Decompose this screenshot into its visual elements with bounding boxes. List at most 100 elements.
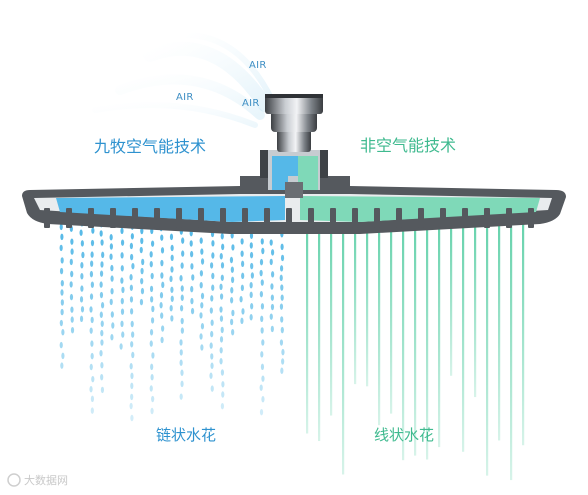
water-stream [438, 224, 441, 448]
water-drop [70, 270, 74, 278]
water-drop [90, 340, 94, 347]
water-drop [261, 339, 265, 346]
water-drop [280, 367, 284, 374]
water-stream [402, 224, 405, 461]
water-drop [249, 291, 253, 299]
water-drop [91, 227, 95, 234]
water-drop [249, 232, 254, 239]
water-drop [111, 322, 115, 329]
water-drop [90, 251, 94, 258]
water-drop [89, 363, 93, 371]
water-stream [414, 224, 417, 456]
nozzle-tooth [220, 208, 226, 228]
water-drop [211, 240, 215, 247]
water-drop [269, 258, 273, 266]
water-drop [270, 249, 275, 256]
chain-flow-label: 链状水花 [156, 426, 216, 444]
water-drop [259, 384, 263, 391]
water-drop [270, 325, 274, 333]
left-tech-label: 九牧空气能技术 [94, 137, 206, 156]
water-drop [160, 234, 164, 241]
water-drop [120, 277, 124, 284]
water-drop [210, 295, 214, 302]
water-drop [190, 250, 194, 258]
water-drop [160, 247, 165, 254]
water-drop [281, 348, 285, 356]
water-drop [61, 329, 65, 336]
nozzle-tooth [242, 208, 248, 228]
water-drop [99, 270, 104, 277]
water-drop [130, 382, 134, 390]
water-drop [259, 408, 264, 416]
nozzle-tooth [88, 208, 94, 228]
water-drop [99, 311, 103, 318]
water-drop [60, 362, 64, 369]
water-drop [180, 369, 184, 376]
water-drop [220, 233, 224, 240]
water-drop [90, 260, 94, 267]
water-drop [139, 246, 143, 254]
water-drop [151, 305, 155, 313]
water-drop [121, 331, 125, 338]
water-drop [80, 273, 84, 280]
water-drop [90, 281, 94, 288]
water-drop [200, 323, 205, 330]
water-stream [378, 224, 381, 426]
water-drop [100, 239, 104, 246]
water-stream [450, 224, 453, 376]
watermark: 大数据网 [7, 473, 68, 487]
water-drop [140, 237, 144, 245]
water-drop [200, 344, 204, 351]
water-drop [109, 253, 113, 260]
water-drop [170, 254, 174, 262]
water-drop [90, 395, 95, 403]
water-drop [120, 320, 124, 328]
water-drop [129, 242, 134, 250]
water-drop [70, 248, 74, 255]
water-drop [131, 351, 135, 359]
water-drop [279, 339, 284, 346]
water-drop [120, 227, 124, 235]
water-drop [151, 395, 155, 403]
water-drop [129, 363, 133, 370]
water-drop [59, 223, 63, 231]
water-drop [259, 269, 263, 277]
water-drop [199, 312, 203, 319]
water-drop [59, 319, 63, 327]
water-drop [269, 239, 273, 246]
water-drop [261, 396, 265, 403]
water-drop [140, 267, 144, 275]
water-drop [210, 319, 214, 326]
nozzle-tooth [286, 208, 292, 228]
water-drop [249, 242, 253, 249]
water-drop [181, 237, 185, 244]
air-label-left: AIR [176, 92, 194, 103]
water-drop [129, 284, 133, 291]
water-drop [231, 309, 235, 317]
water-drop [220, 274, 224, 281]
water-drop [199, 270, 204, 277]
water-drop [60, 233, 64, 241]
water-drop [91, 375, 95, 383]
water-drop [129, 274, 133, 281]
water-drop [109, 298, 113, 306]
water-drop [240, 284, 244, 292]
water-drop [80, 306, 85, 313]
nozzle-tooth [44, 208, 50, 228]
water-drop [250, 262, 254, 270]
water-drop [211, 252, 215, 259]
water-drop [101, 251, 105, 259]
water-stream [462, 224, 465, 452]
water-drop [59, 267, 64, 275]
water-drop [99, 349, 103, 357]
linear-water-lines [306, 224, 525, 481]
right-tech-label: 非空气能技术 [360, 136, 456, 155]
water-drop [110, 288, 114, 295]
water-drop [131, 262, 135, 270]
water-drop [250, 303, 254, 310]
water-drop [60, 257, 64, 264]
water-drop [281, 358, 285, 365]
water-drop [109, 243, 113, 250]
water-drop [89, 270, 94, 278]
